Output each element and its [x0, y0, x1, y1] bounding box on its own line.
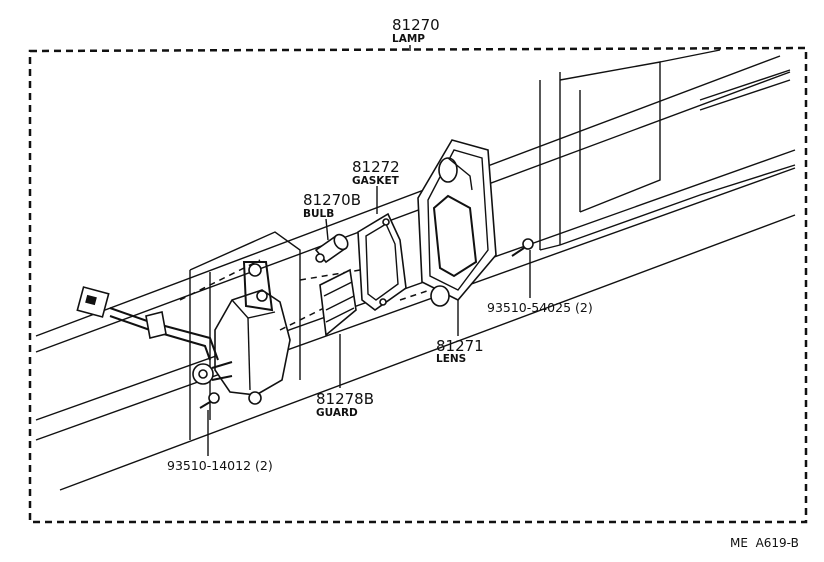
screw-left-drawing	[199, 392, 220, 409]
lens-part-number: 81271	[436, 337, 484, 355]
assembly-part-number: 81270	[392, 16, 440, 34]
assembly-boundary	[28, 46, 808, 524]
bulb-drawing	[314, 233, 349, 264]
bulb-part-number: 81270B	[303, 191, 361, 209]
guard-part-name: GUARD	[316, 407, 358, 419]
guard-drawing	[319, 268, 357, 337]
assembly-part-name: LAMP	[392, 33, 425, 45]
lens-drawing	[417, 139, 497, 307]
body-panel	[35, 49, 796, 491]
gasket-drawing	[357, 212, 407, 311]
lens-part-name: LENS	[436, 353, 466, 365]
assembly-path-lens	[399, 289, 431, 301]
lamp-housing	[76, 261, 291, 405]
bulb-part-name: BULB	[303, 208, 334, 220]
gasket-part-number: 81272	[352, 158, 400, 176]
assembly-path-housing	[179, 259, 261, 301]
guard-part-number: 81278B	[316, 390, 374, 408]
reference-code: ME A619-B	[730, 536, 799, 550]
bulb-leader	[325, 218, 329, 241]
screw-right-drawing	[511, 238, 534, 257]
screw-left-code: 93510-14012 (2)	[167, 458, 273, 473]
gasket-part-name: GASKET	[352, 175, 400, 187]
assembly-path-guard	[279, 304, 331, 331]
screw-right-code: 93510-54025 (2)	[487, 300, 593, 315]
